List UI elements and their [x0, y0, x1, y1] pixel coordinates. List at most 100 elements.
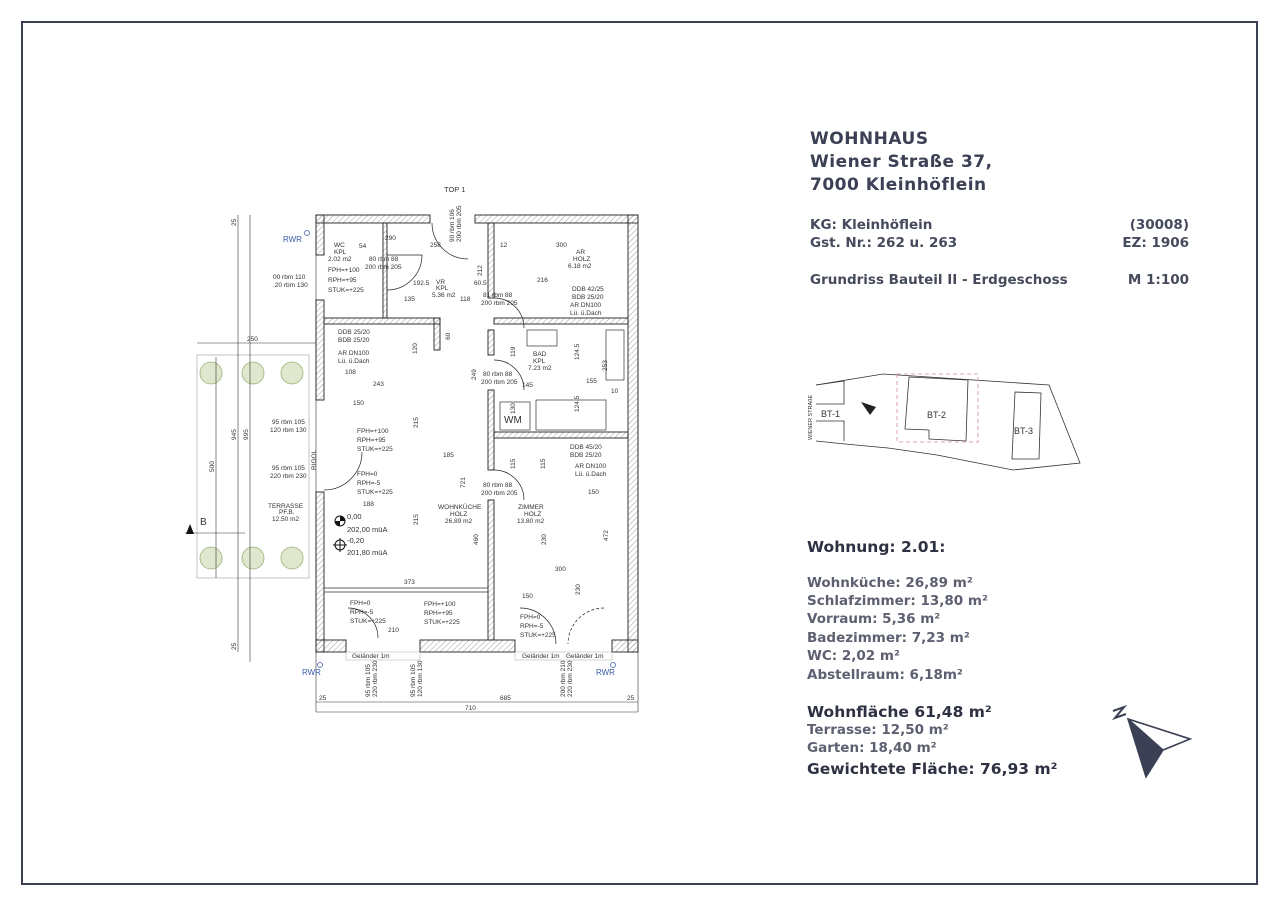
ventilation-note: Lü. ü.Dach — [570, 310, 602, 317]
dim: 54 — [359, 243, 367, 250]
window-size: .20 rbm 130 — [273, 282, 308, 289]
dim: 135 — [404, 296, 415, 303]
dim: 192.5 — [413, 280, 430, 287]
room-area-item: Vorraum: 5,36 m² — [807, 611, 941, 627]
height-fph: FPH=0 — [350, 600, 371, 607]
dim: 25 — [231, 218, 238, 226]
height-stuk: STUK=+225 — [357, 446, 393, 453]
dim: 300 — [556, 242, 567, 249]
room-area-item: Badezimmer: 7,23 m² — [807, 630, 970, 646]
level-value: 0,00 — [347, 512, 362, 521]
room-area-bad: 7.23 m2 — [528, 365, 552, 372]
railing-label: Geländer 1m — [352, 653, 390, 660]
room-label-zimmer: ZIMMER — [518, 504, 544, 511]
rwr-label: RWR — [302, 668, 321, 677]
height-stuk: STUK=+225 — [357, 489, 393, 496]
rwr-label: RWR — [596, 668, 615, 677]
dim: 119 — [510, 346, 517, 357]
dim: 290 — [385, 235, 396, 242]
window-size: 220 rbm 230 — [372, 660, 379, 697]
dimension-labels: 54 290 258 12 300 216 192.5 60.5 135 118… — [209, 218, 635, 712]
dim: 145 — [522, 382, 533, 389]
room-label-wc: WC — [334, 242, 345, 249]
ventilation-note: AR DN100 — [338, 350, 369, 357]
room-area-item: Wohnküche: 26,89 m² — [807, 575, 973, 591]
dim: 685 — [500, 695, 511, 702]
door-size: 200 rbm 205 — [456, 205, 463, 242]
building-label-bt3: BT-3 — [1014, 426, 1033, 436]
room-area-vr: 5.36 m2 — [432, 292, 456, 299]
room-floor-bad: KPL — [533, 358, 546, 365]
dim: 210 — [388, 627, 399, 634]
kg-label: KG: Kleinhöflein — [810, 217, 933, 233]
page-frame — [21, 21, 1258, 885]
dim: 25 — [231, 642, 238, 650]
dim: 215 — [413, 514, 420, 525]
height-rph: RPH=-5 — [350, 609, 374, 616]
room-floor-ar: HOLZ — [573, 256, 590, 263]
dim: 216 — [537, 277, 548, 284]
level-value: 202,00 müA — [347, 525, 387, 534]
dim: 460 — [473, 534, 480, 545]
dim: 945 — [231, 429, 238, 440]
level-value: 201,80 müA — [347, 548, 387, 557]
terrace — [196, 354, 310, 579]
door-size: 200 rbm 205 — [365, 264, 402, 271]
dim: 995 — [243, 429, 250, 440]
dim: 118 — [460, 296, 471, 303]
dim: 25 — [319, 695, 327, 702]
tree-icon — [199, 546, 223, 570]
dim: 249 — [471, 369, 478, 380]
weighted-area: Gewichtete Fläche: 76,93 m² — [807, 760, 1058, 778]
section-marker-icon — [186, 524, 194, 534]
dim: 258 — [430, 242, 441, 249]
street-label: WIENER STRAßE — [808, 394, 814, 440]
project-title: WOHNHAUS — [810, 129, 929, 149]
railings — [345, 651, 613, 661]
dim: 710 — [465, 705, 476, 712]
room-label-ar: AR — [576, 249, 585, 256]
door-size: 200 rbm 205 — [481, 490, 518, 497]
plan-scale: M 1:100 — [1127, 272, 1189, 288]
window-size: 220 rbm 230 — [567, 660, 574, 697]
dim: 115 — [540, 458, 547, 469]
window-size: 120 rbm 130 — [417, 660, 424, 697]
top-label: TOP 1 — [444, 185, 465, 194]
door-size: 200 rbm 205 — [481, 300, 518, 307]
room-area-ar: 6.18 m2 — [568, 263, 592, 270]
ventilation-note: Lü. ü.Dach — [338, 358, 370, 365]
room-label-vr: VR — [436, 279, 445, 286]
railing-label: Geländer 1m — [566, 653, 604, 660]
terrace-area: Terrasse: 12,50 m² — [807, 722, 949, 738]
room-floor-wc: KPL — [334, 249, 347, 256]
tree-icon — [199, 361, 223, 385]
dim: 243 — [373, 381, 384, 388]
window-size: 95 rbm 105 — [272, 419, 305, 426]
plan-labels: TOP 1 RWR RWR RWR WC KPL 2.02 m2 VR KPL … — [200, 185, 635, 712]
window-size: 95 rbm 105 — [410, 664, 417, 697]
living-area: Wohnfläche 61,48 m² — [807, 703, 992, 721]
ventilation-note: DDB 45/20 — [570, 444, 602, 451]
level-value: -0,20 — [347, 536, 364, 545]
dim: 253 — [602, 360, 609, 371]
ventilation-note: BDB 25/20 — [338, 337, 370, 344]
ventilation-note: Lü. ü.Dach — [575, 471, 607, 478]
height-rph: RPH=-5 — [357, 480, 381, 487]
dim: 230 — [541, 534, 548, 545]
dim: 500 — [209, 461, 216, 472]
dim: 212 — [477, 265, 484, 276]
dim: 188 — [363, 501, 374, 508]
dim: 373 — [404, 579, 415, 586]
height-rph: RPH=+95 — [328, 277, 357, 284]
site-plan — [815, 373, 1081, 471]
room-area-zimmer: 13.80 m2 — [517, 518, 544, 525]
north-arrow-icon — [1111, 704, 1193, 779]
window-size: 220 rbm 230 — [270, 473, 307, 480]
level-markers — [333, 515, 347, 552]
room-label-wohnkueche: WOHNKÜCHE — [438, 503, 482, 511]
tree-icon — [280, 546, 304, 570]
door-size: 80 rbm 88 — [483, 371, 513, 378]
tree-icon — [241, 546, 265, 570]
room-area-item: Schlafzimmer: 13,80 m² — [807, 593, 988, 609]
